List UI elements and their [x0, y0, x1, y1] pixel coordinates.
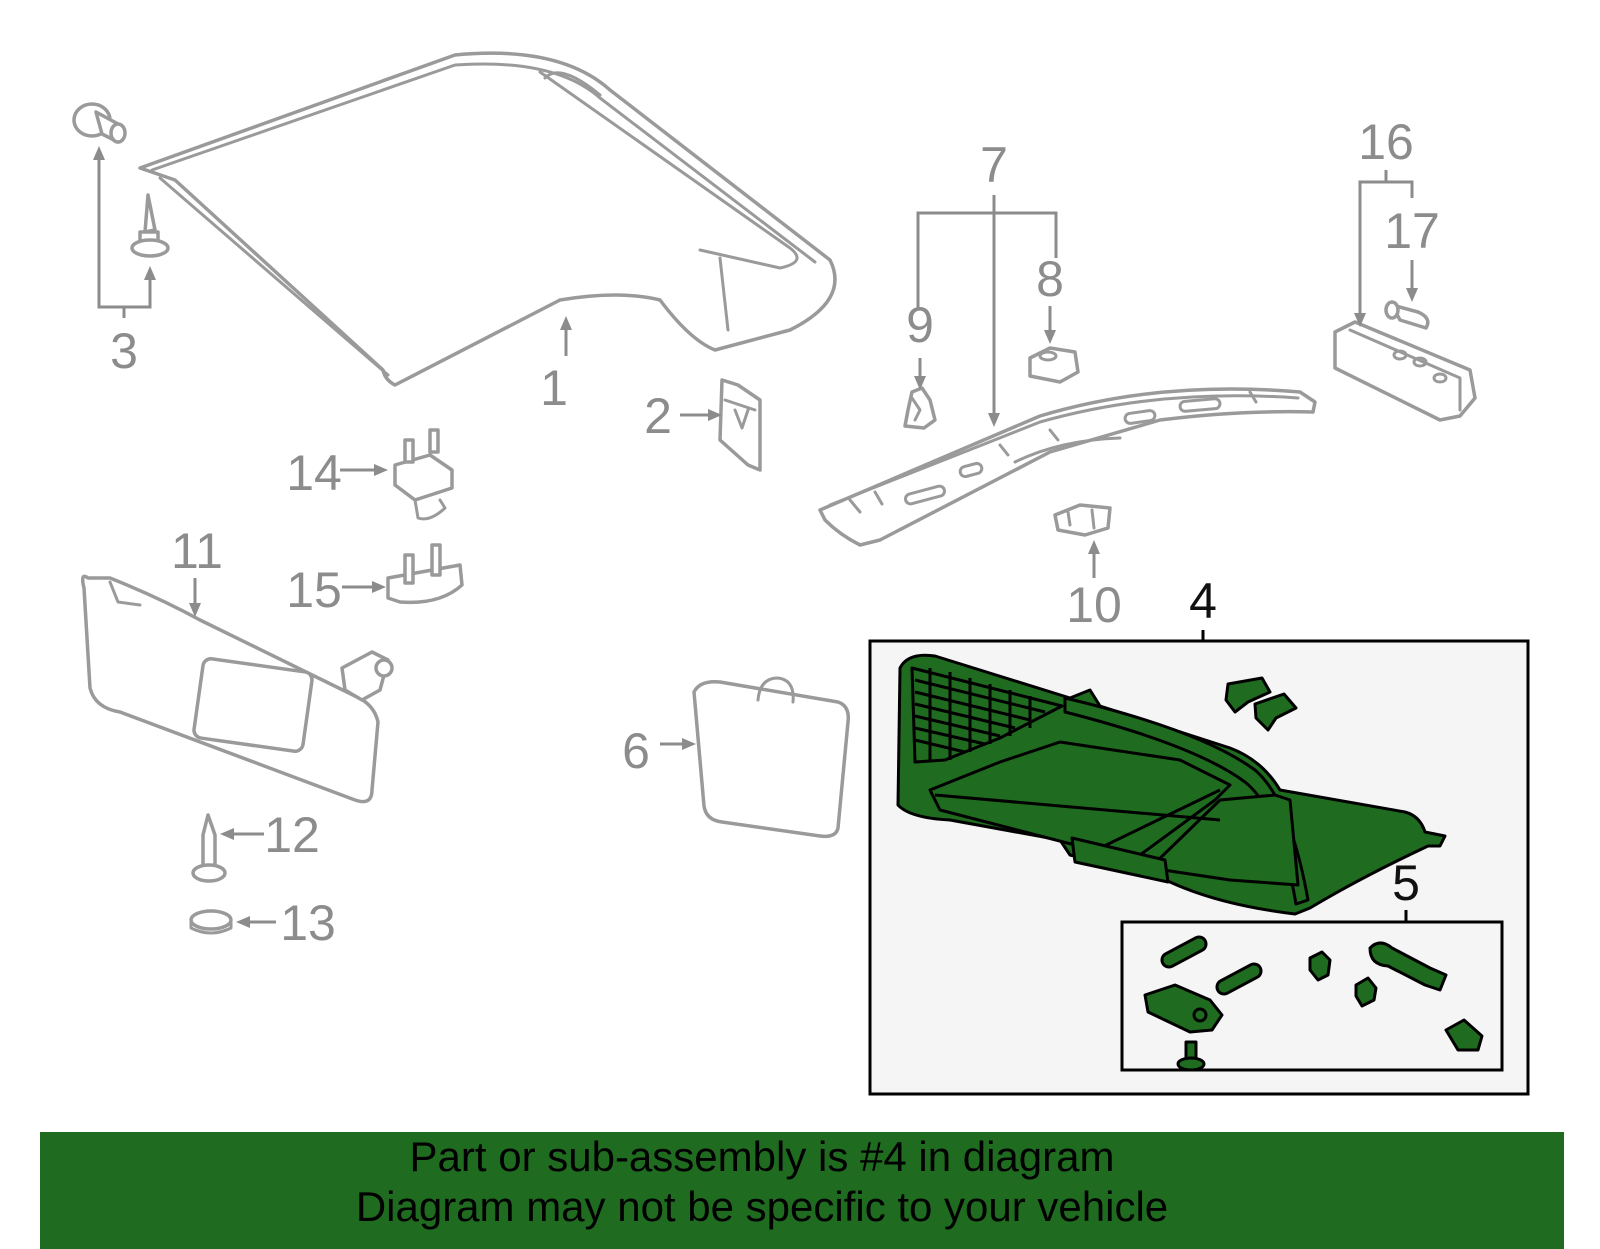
- callout-14: 14: [286, 445, 342, 501]
- leader-10: [1088, 540, 1100, 578]
- part-15-bracket[interactable]: [386, 543, 464, 605]
- callout-8: 8: [1036, 251, 1064, 307]
- leader-9: [914, 358, 926, 390]
- part-1-headliner[interactable]: [138, 51, 837, 387]
- leader-16-17: [1354, 170, 1418, 327]
- callout-11: 11: [171, 523, 223, 579]
- part-12-screw[interactable]: [191, 813, 227, 883]
- banner-line-1: Part or sub-assembly is #4 in diagram: [409, 1133, 1115, 1180]
- part-16-dome-lamp[interactable]: [1333, 320, 1477, 422]
- callout-17: 17: [1384, 203, 1440, 259]
- leader-11: [189, 578, 201, 617]
- leader-14: [340, 464, 388, 476]
- callout-2: 2: [644, 388, 672, 444]
- banner-line-2: Diagram may not be specific to your vehi…: [355, 1183, 1169, 1230]
- part-3-retainer-top[interactable]: [72, 102, 127, 144]
- leader-3: [93, 146, 156, 318]
- callout-6: 6: [622, 723, 650, 779]
- leader-13: [236, 916, 276, 928]
- leader-7-8-9: [916, 195, 1058, 427]
- part-4-wind-deflector[interactable]: [896, 653, 1447, 916]
- part-5-hardware-kit[interactable]: [1143, 935, 1484, 1072]
- callout-10: 10: [1066, 577, 1122, 633]
- callout-9: 9: [906, 297, 934, 353]
- leader-8: [1044, 306, 1056, 344]
- part-14-hook[interactable]: [393, 428, 454, 521]
- callout-5: 5: [1392, 855, 1420, 911]
- part-10-clip[interactable]: [1053, 503, 1112, 537]
- part-7-roof-rail[interactable]: [818, 387, 1317, 547]
- leader-6: [660, 738, 696, 750]
- callout-13: 13: [280, 895, 336, 951]
- part-17-bulb[interactable]: [1384, 300, 1430, 330]
- leader-1: [560, 316, 572, 356]
- part-4-clips[interactable]: [1224, 676, 1298, 732]
- info-banner: Part or sub-assembly is #4 in diagram Di…: [40, 1132, 1564, 1249]
- part-6-cover-panel[interactable]: [692, 676, 851, 839]
- callout-1: 1: [540, 360, 568, 416]
- rail-slots: [848, 390, 1258, 514]
- callout-15: 15: [286, 562, 342, 618]
- part-8-pad[interactable]: [1028, 346, 1080, 384]
- part-9-clip[interactable]: [903, 386, 937, 430]
- leader-15: [342, 581, 386, 593]
- leader-2: [680, 409, 722, 421]
- callout-16: 16: [1358, 114, 1414, 170]
- part-13-cap[interactable]: [189, 909, 233, 935]
- callout-4: 4: [1189, 573, 1217, 629]
- part-11-sun-visor[interactable]: [80, 574, 394, 804]
- callout-12: 12: [264, 807, 320, 863]
- part-2-clip[interactable]: [718, 378, 762, 472]
- mesh-pattern: [914, 668, 1046, 762]
- leader-12: [220, 828, 264, 840]
- callout-7: 7: [980, 137, 1008, 193]
- callout-3: 3: [110, 323, 138, 379]
- part-3-retainer-bottom[interactable]: [130, 193, 170, 258]
